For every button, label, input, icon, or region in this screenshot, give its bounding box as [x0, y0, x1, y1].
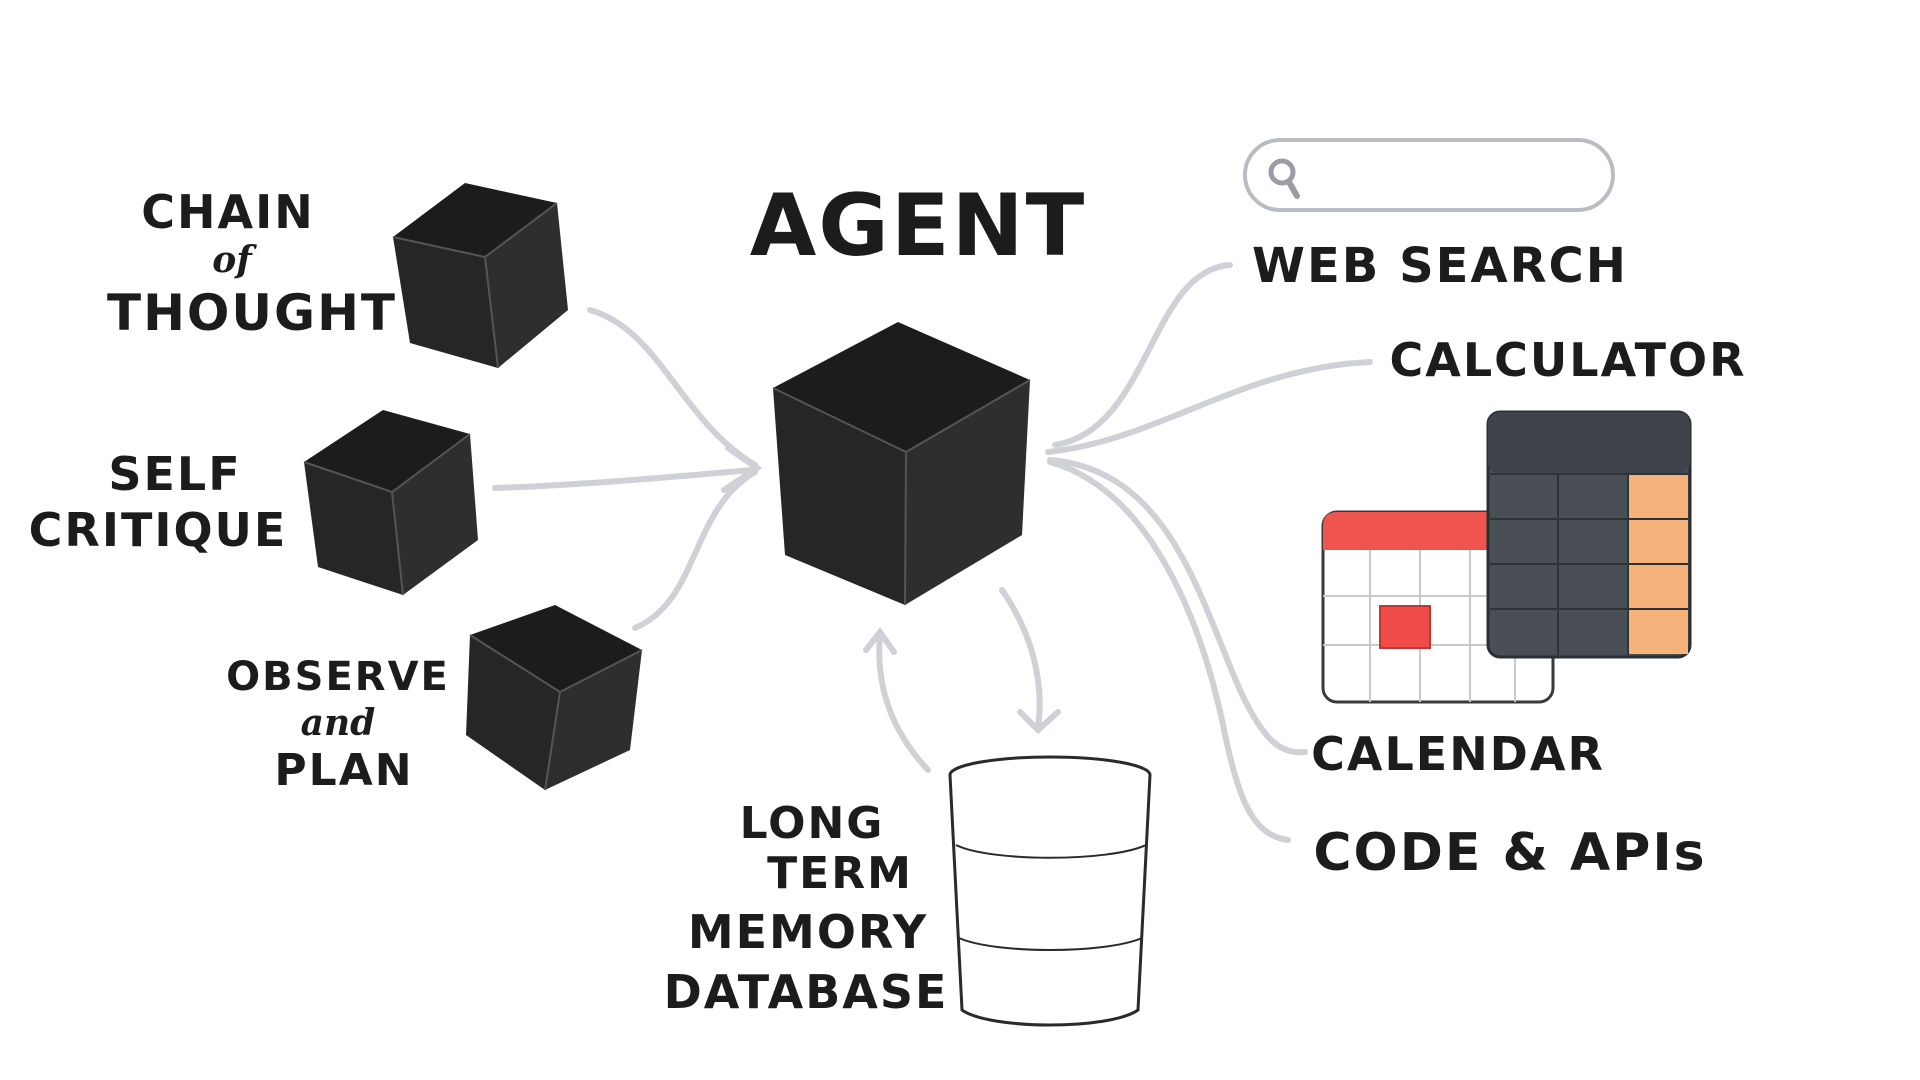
search-icon [1268, 158, 1300, 199]
of-label: of [212, 239, 257, 281]
connector-calendar [1047, 457, 1308, 756]
connector-observe-plan [632, 469, 758, 631]
thought-label: THOUGHT [107, 284, 397, 342]
cube-agent [772, 322, 1031, 606]
label-observe-plan: OBSERVE and PLAN [226, 654, 450, 796]
critique-label: CRITIQUE [29, 503, 288, 557]
self-label: SELF [108, 447, 241, 501]
memory-connectors [863, 587, 1061, 773]
long-label: LONG [740, 798, 885, 849]
label-chain-of-thought: CHAIN of THOUGHT [107, 185, 397, 342]
connector-calculator [1045, 359, 1373, 455]
label-self-critique: SELF CRITIQUE [29, 447, 288, 557]
plan-label: PLAN [274, 745, 413, 796]
database-icon [948, 755, 1152, 1027]
cube-self-critique [303, 410, 478, 596]
arrowhead-memory [1017, 709, 1061, 735]
cube-chain-of-thought [392, 183, 568, 369]
arrowhead-agent-bottom [863, 626, 897, 655]
web-search-label: WEB SEARCH [1252, 238, 1628, 294]
and-label: and [301, 702, 376, 744]
connector-chain-of-thought [587, 307, 758, 468]
right-connectors [1045, 262, 1373, 843]
database-label: DATABASE [664, 965, 949, 1019]
memory-label: MEMORY [688, 905, 928, 959]
connector-code-apis [1047, 459, 1291, 843]
chain-label: CHAIN [141, 185, 314, 239]
calculator-label: CALCULATOR [1389, 333, 1746, 387]
observe-label: OBSERVE [226, 654, 450, 700]
term-label: TERM [767, 848, 913, 899]
connector-memory-to-agent [876, 632, 931, 773]
connector-self-critique [492, 467, 755, 491]
agent-title: AGENT [750, 176, 1087, 276]
arrowhead-agent-left [721, 445, 763, 493]
connector-agent-to-memory [999, 587, 1043, 731]
calculator-icon [1486, 410, 1692, 659]
cube-observe-plan [466, 605, 643, 791]
calendar-label: CALENDAR [1311, 727, 1605, 781]
connector-web-search [1052, 262, 1233, 448]
code-apis-label: CODE & APIs [1313, 823, 1706, 883]
label-memory: LONG TERM MEMORY DATABASE [664, 798, 949, 1019]
web-search-bar [1243, 138, 1615, 212]
left-connectors [492, 307, 763, 631]
